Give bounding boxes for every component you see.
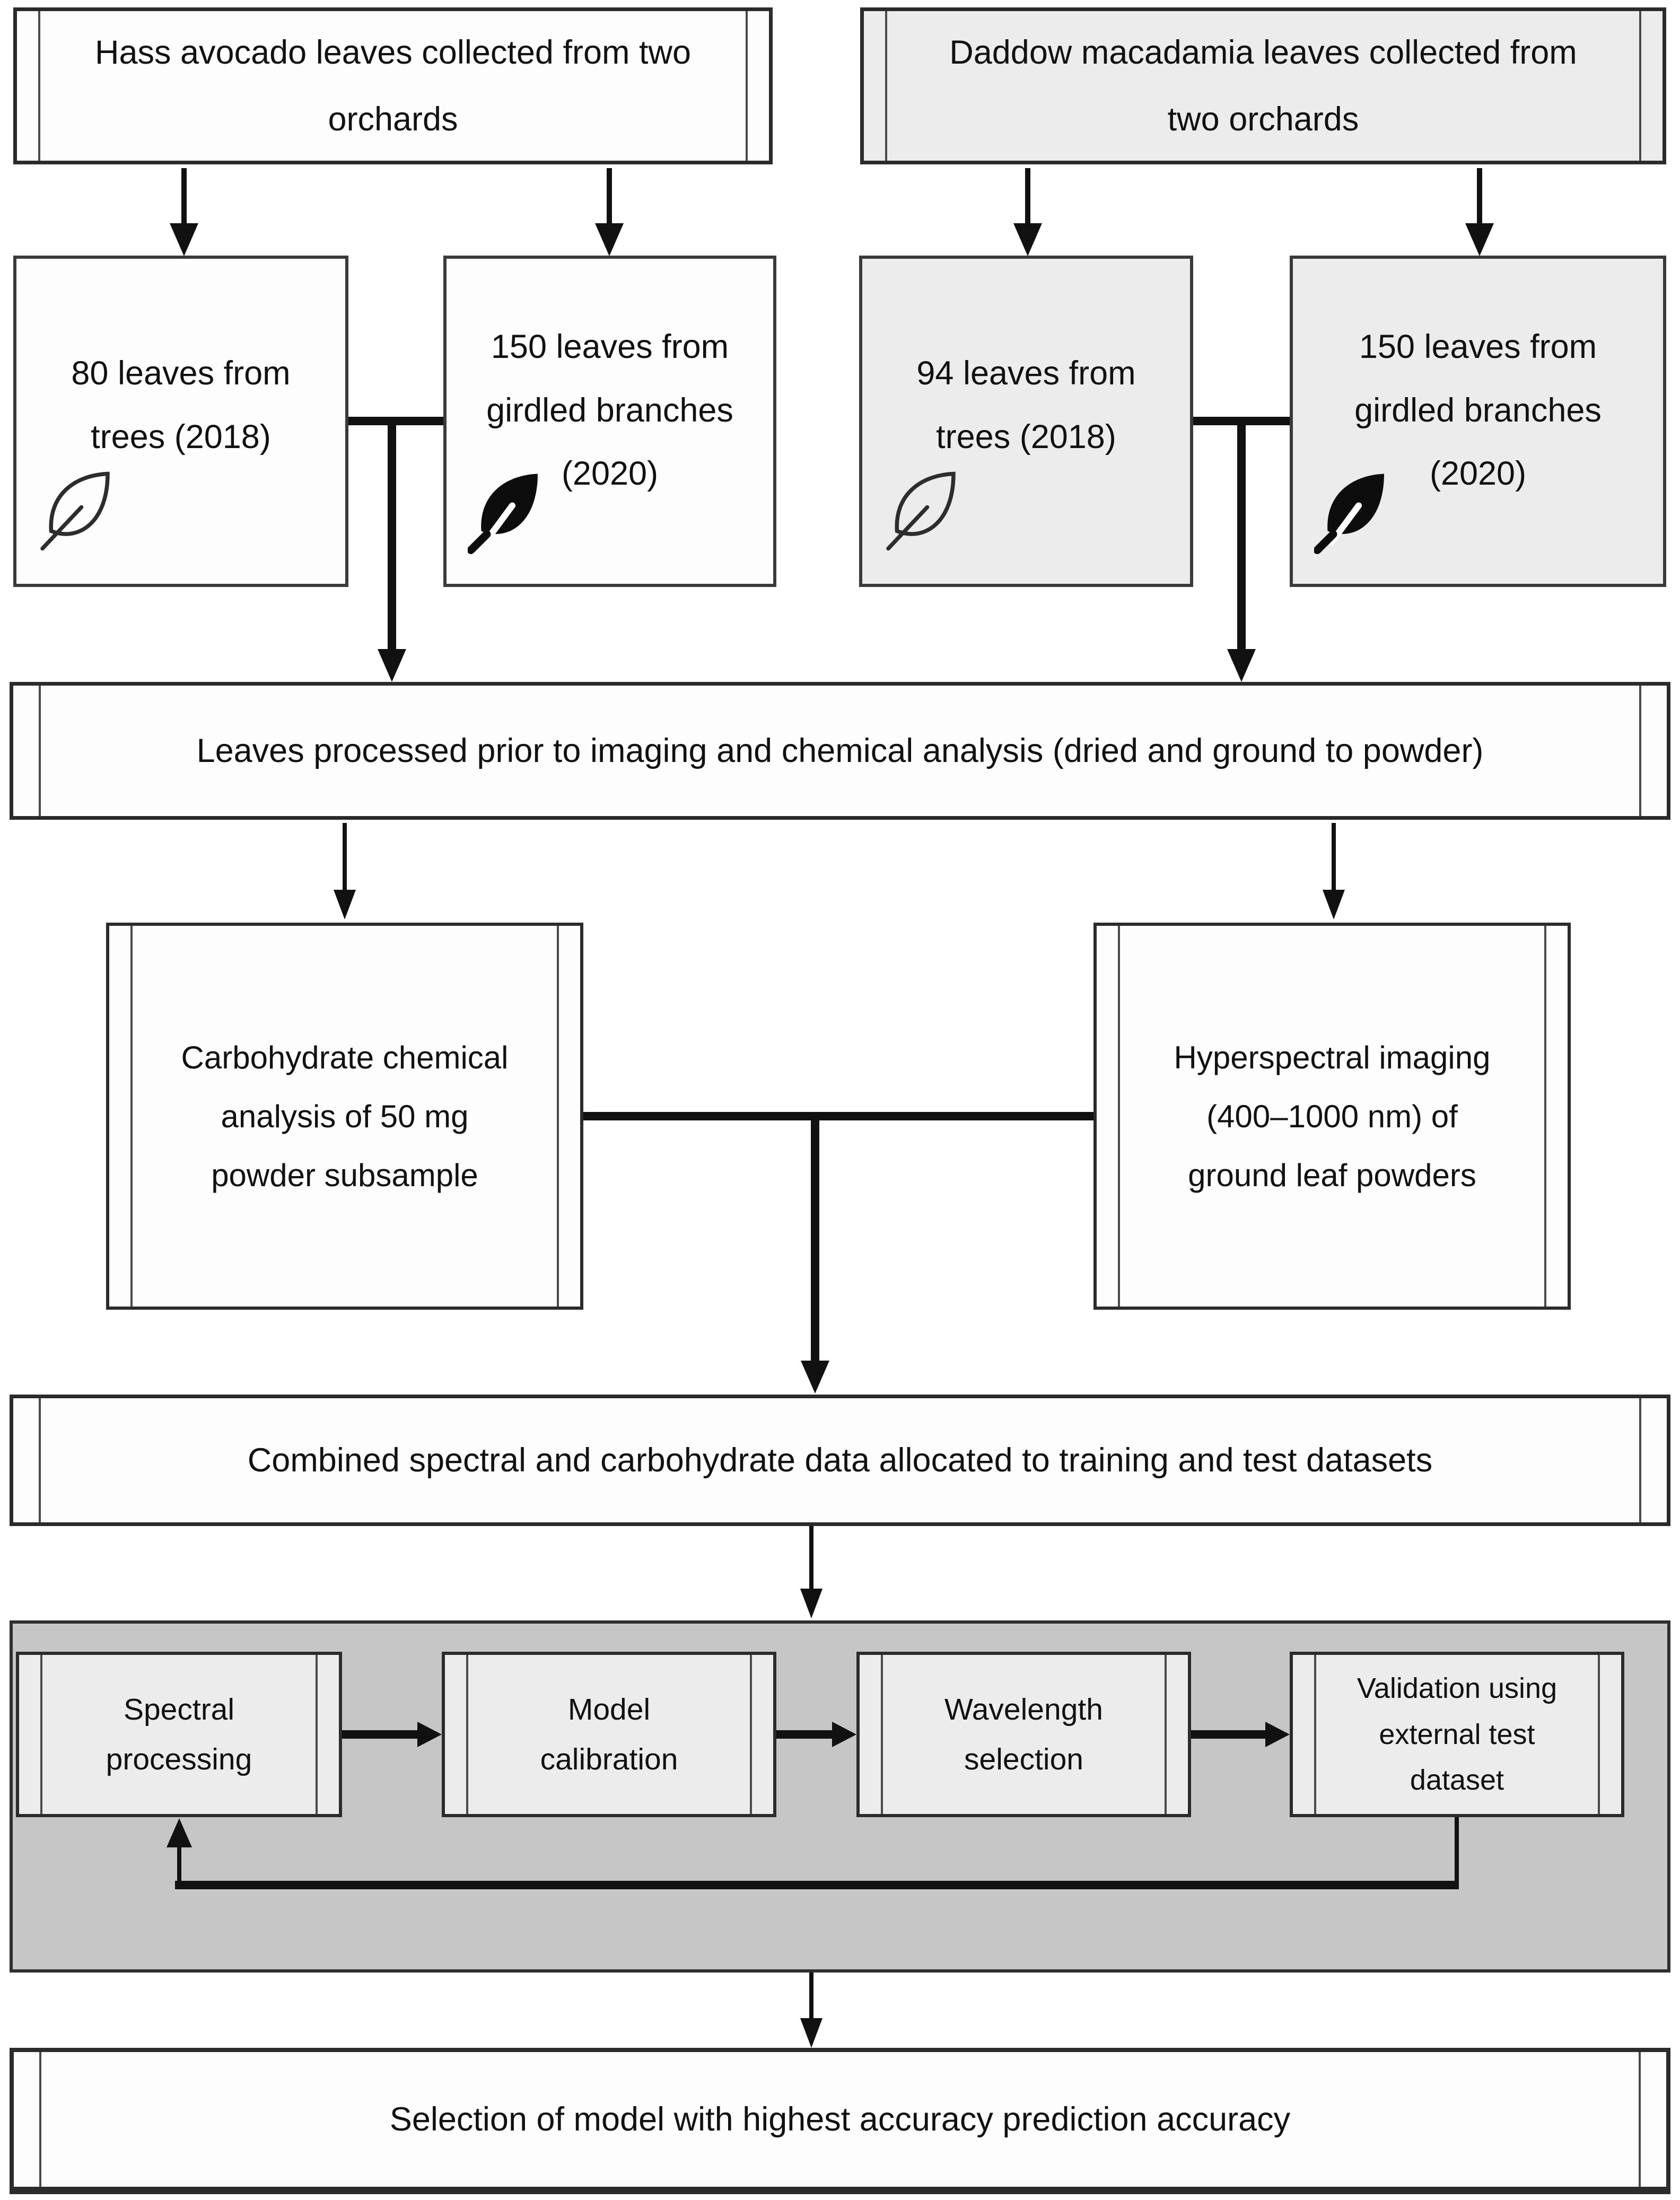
- arrowhead-right-icon: [1265, 1722, 1290, 1747]
- node-label: 150 leaves from girdled branches (2020): [486, 328, 733, 493]
- node-wavelength-selection: Wavelength selection: [856, 1652, 1191, 1817]
- arrow-shaft: [1477, 168, 1482, 223]
- arrow-shaft: [776, 1730, 832, 1739]
- arrowhead-down-icon: [1013, 223, 1042, 256]
- node-label: Spectral processing: [106, 1692, 252, 1776]
- arrow-shaft: [343, 823, 347, 890]
- arrowhead-down-icon: [800, 1589, 822, 1618]
- node-model-calibration: Model calibration: [442, 1652, 776, 1817]
- node-label: Hyperspectral imaging (400–1000 nm) of g…: [1174, 1039, 1491, 1193]
- node-avocado-girdled: 150 leaves from girdled branches (2020): [443, 256, 776, 587]
- arrow-shaft: [1191, 1730, 1265, 1739]
- node-hass-source: Hass avocado leaves collected from two o…: [13, 7, 773, 164]
- feedback-line: [177, 1846, 181, 1883]
- feedback-line: [175, 1881, 1459, 1889]
- node-macadamia-trees: 94 leaves from trees (2018): [859, 256, 1193, 587]
- arrow-shaft: [342, 1730, 417, 1739]
- node-label: Wavelength selection: [944, 1692, 1103, 1776]
- node-label: Hass avocado leaves collected from two o…: [94, 34, 692, 138]
- leaf-filled-icon: [1314, 474, 1384, 554]
- node-combined-data: Combined spectral and carbohydrate data …: [10, 1395, 1670, 1526]
- node-label: Combined spectral and carbohydrate data …: [247, 1441, 1433, 1479]
- node-label: Leaves processed prior to imaging and ch…: [196, 732, 1484, 769]
- arrowhead-right-icon: [832, 1722, 856, 1747]
- arrowhead-down-icon: [595, 223, 624, 256]
- leaf-outline-icon: [40, 471, 110, 551]
- node-label: 150 leaves from girdled branches (2020): [1354, 328, 1602, 493]
- node-spectral-processing: Spectral processing: [16, 1652, 342, 1817]
- arrow-shaft: [1025, 168, 1030, 223]
- node-label: 80 leaves from trees (2018): [71, 354, 291, 455]
- leaf-outline-icon: [886, 471, 956, 551]
- node-daddow-source: Daddow macadamia leaves collected from t…: [860, 7, 1666, 164]
- node-avocado-trees: 80 leaves from trees (2018): [13, 256, 348, 587]
- arrowhead-down-icon: [378, 649, 406, 682]
- node-carbohydrate-analysis: Carbohydrate chemical analysis of 50 mg …: [106, 923, 583, 1310]
- arrow-shaft: [1332, 823, 1336, 890]
- node-macadamia-girdled: 150 leaves from girdled branches (2020): [1290, 256, 1666, 587]
- node-leaves-processed: Leaves processed prior to imaging and ch…: [10, 682, 1670, 820]
- arrowhead-down-icon: [334, 890, 356, 919]
- arrowhead-down-icon: [170, 223, 198, 256]
- arrowhead-right-icon: [417, 1722, 442, 1747]
- node-validation: Validation using external test dataset: [1290, 1652, 1624, 1817]
- connector-line: [388, 417, 396, 649]
- arrow-shaft: [607, 168, 612, 223]
- node-label: Daddow macadamia leaves collected from t…: [949, 34, 1577, 138]
- arrowhead-up-icon: [167, 1818, 192, 1847]
- arrow-shaft: [181, 168, 187, 223]
- node-hyperspectral-imaging: Hyperspectral imaging (400–1000 nm) of g…: [1093, 923, 1571, 1310]
- node-label: 94 leaves from trees (2018): [916, 354, 1136, 455]
- feedback-line: [1455, 1817, 1459, 1885]
- leaf-filled-icon: [468, 474, 538, 554]
- node-label: Carbohydrate chemical analysis of 50 mg …: [181, 1039, 509, 1193]
- node-label: Validation using external test dataset: [1357, 1672, 1558, 1796]
- arrowhead-down-icon: [1227, 649, 1256, 682]
- arrowhead-down-icon: [800, 2018, 822, 2048]
- node-model-selection: Selection of model with highest accuracy…: [10, 2048, 1670, 2194]
- node-label: Selection of model with highest accuracy…: [389, 2100, 1291, 2138]
- arrowhead-down-icon: [1323, 890, 1345, 919]
- arrow-shaft: [809, 1526, 813, 1589]
- node-label: Model calibration: [540, 1692, 678, 1776]
- connector-line: [811, 1112, 819, 1361]
- arrow-shaft: [809, 1973, 813, 2018]
- arrowhead-down-icon: [801, 1361, 829, 1393]
- connector-line: [583, 1112, 1093, 1120]
- connector-line: [1237, 417, 1246, 649]
- arrowhead-down-icon: [1465, 223, 1494, 256]
